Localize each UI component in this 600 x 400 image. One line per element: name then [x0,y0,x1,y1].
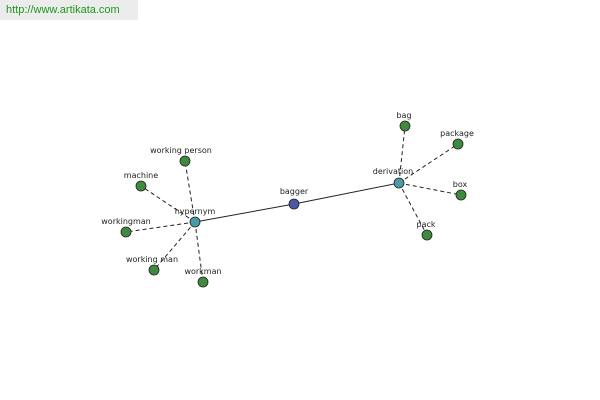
node-term-dot[interactable] [197,276,209,288]
node-term-label: package [440,129,474,138]
node-relation-label: hypernym [175,207,216,216]
node-term-workman[interactable]: workman [184,267,222,288]
node-term-bag[interactable]: bag [396,111,412,132]
node-term-label: bag [396,111,411,120]
node-term-label: machine [124,171,158,180]
site-watermark[interactable]: http://www.artikata.com [0,0,138,20]
node-relation-dot[interactable] [189,216,201,228]
edge-derivation-bag [398,125,406,184]
node-term-label: pack [416,220,435,229]
node-relation-label: derivation [373,167,413,176]
edge-hypernym-working-man [153,221,196,271]
node-term-dot[interactable] [455,189,467,201]
node-term-label: box [453,180,468,189]
node-term-machine[interactable]: machine [124,171,158,192]
edge-hypernym-machine [140,185,196,223]
edge-derivation-box [398,182,462,196]
node-center[interactable]: bagger [280,187,309,210]
node-term-pack[interactable]: pack [416,220,436,241]
node-term-label: working man [126,255,178,264]
node-relation-hypernym[interactable]: hypernym [175,207,216,228]
edge-bagger-hypernym [194,203,295,223]
edge-hypernym-workman [194,221,204,283]
node-term-dot[interactable] [148,264,160,276]
node-term-dot[interactable] [452,138,464,150]
node-term-dot[interactable] [179,155,191,167]
node-term-working-person[interactable]: working person [150,146,212,167]
node-center-label: bagger [280,187,309,196]
node-term-label: working person [150,146,212,155]
node-term-working-man[interactable]: working man [126,255,178,276]
node-term-dot[interactable] [399,120,411,132]
node-term-dot[interactable] [421,229,433,241]
edge-hypernym-workingman [125,221,196,233]
node-relation-derivation[interactable]: derivation [373,167,413,189]
node-center-dot[interactable] [288,198,300,210]
node-term-label: workman [184,267,221,276]
node-term-package[interactable]: package [440,129,474,150]
node-term-box[interactable]: box [453,180,468,201]
node-term-label: workingman [101,217,151,226]
edge-derivation-package [398,143,459,184]
node-term-dot[interactable] [120,226,132,238]
node-term-workingman[interactable]: workingman [101,217,151,238]
edge-derivation-pack [398,182,428,236]
node-relation-dot[interactable] [393,177,405,189]
node-term-dot[interactable] [135,180,147,192]
edge-hypernym-working-person [184,160,196,223]
edge-bagger-derivation [293,182,400,205]
